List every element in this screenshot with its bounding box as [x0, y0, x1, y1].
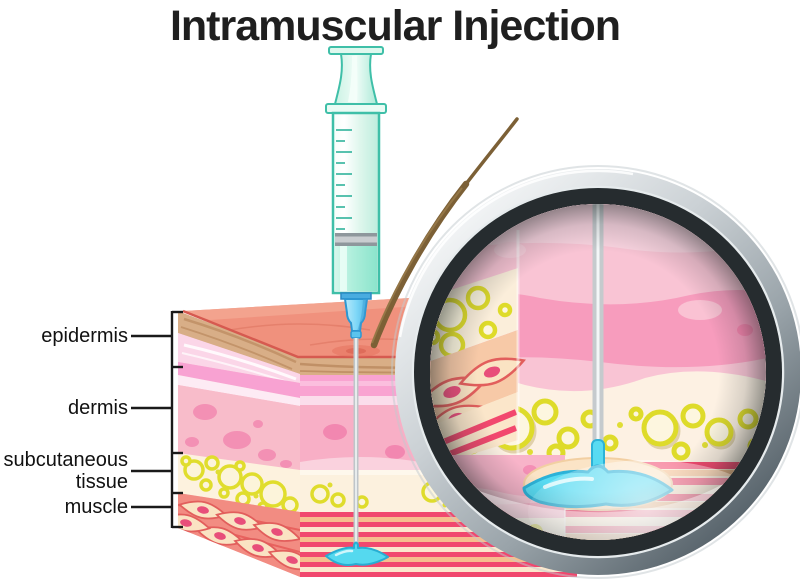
graduation-marks: [336, 129, 352, 285]
injection-splash: [325, 541, 389, 566]
syringe: [325, 46, 389, 566]
label-subcutaneous-tissue: subcutaneous tissue: [3, 449, 128, 493]
page-title: Intramuscular Injection: [169, 2, 621, 50]
magnified-view: [430, 204, 766, 540]
skin-block-side-face: [178, 311, 300, 577]
hair-strand: [370, 117, 519, 349]
label-muscle: muscle: [64, 496, 128, 518]
label-epidermis: epidermis: [41, 325, 128, 347]
barrel-flange: [325, 103, 387, 114]
label-dermis: dermis: [67, 397, 128, 419]
layer-bracket: [131, 310, 183, 529]
magnifier-lens: [391, 165, 800, 579]
ring-highlight-arc: [398, 169, 634, 338]
